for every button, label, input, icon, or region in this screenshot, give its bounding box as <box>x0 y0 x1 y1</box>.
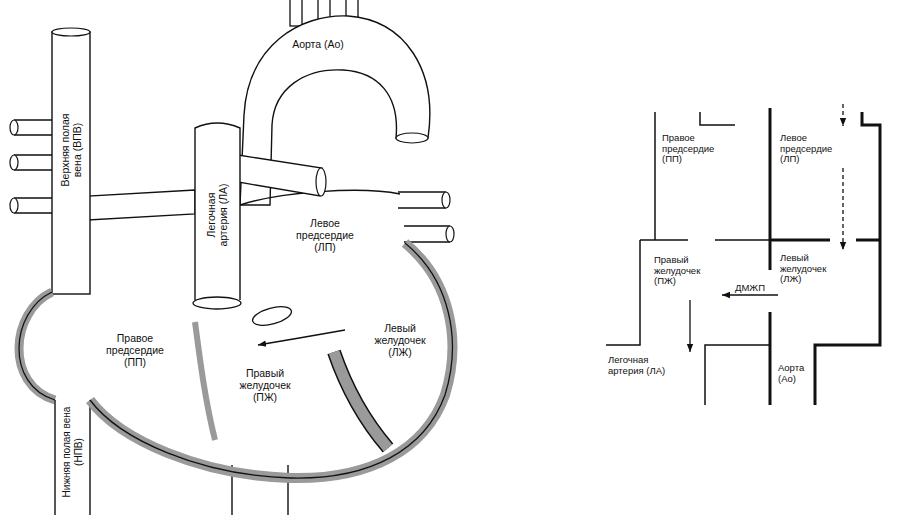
valve-wall <box>770 239 880 242</box>
chamber-region: Правый желудочек (ПЖ) <box>652 252 722 300</box>
atrial-septum <box>769 108 772 240</box>
chamber-wall <box>705 345 770 405</box>
chamber-label: Левый желудочек (ЛЖ) <box>780 253 838 285</box>
myocardium <box>90 243 452 478</box>
chamber-label: Аорта (Ао) <box>778 363 812 384</box>
pulmonary-vein <box>14 155 55 170</box>
pulmonary-vein <box>14 120 55 135</box>
anatomy-label: Верхняя полая вена (ВПВ) <box>59 106 83 194</box>
aortic-valve <box>251 303 294 329</box>
anatomy-label: Правый желудочек (ПЖ) <box>234 367 296 403</box>
chamber-wall <box>606 240 640 345</box>
tricuspid-ring <box>195 322 215 440</box>
pulmonary-vein <box>14 198 55 213</box>
chamber-region: Аорта (Ао) <box>776 360 814 387</box>
inflow-arrow <box>842 104 843 126</box>
septum-edge <box>334 352 388 448</box>
anatomy-label: Легочная артерия (ЛА) <box>205 175 229 255</box>
flow-arrow <box>722 294 778 295</box>
pulmonary-trunk <box>195 123 240 300</box>
chamber-region: Легочная артерия (ЛА) <box>606 352 698 379</box>
vessel-cut-end <box>316 168 326 196</box>
chamber-wall <box>815 112 880 405</box>
left-pulmonary-artery <box>238 155 322 196</box>
flow-arrow <box>842 168 843 250</box>
chamber-region: Правое предсердие (ПП) <box>660 130 730 168</box>
vessel-cut-end <box>52 28 90 36</box>
heart-outline <box>19 292 55 400</box>
flow-arrow <box>689 300 690 352</box>
chamber-region: Левое предсердие (ЛП) <box>778 130 848 168</box>
anatomy-label: Нижняя полая вена (НПВ) <box>61 394 84 510</box>
aorta-cut-end <box>396 133 428 143</box>
vein-cut-end <box>442 192 450 208</box>
myocardium <box>19 292 55 400</box>
chamber-label: Правое предсердие (ПП) <box>662 133 728 165</box>
anatomy-label: Левое предсердие (ЛП) <box>290 217 360 253</box>
interventricular-septum <box>334 352 388 448</box>
edge-label: ДМЖП <box>734 283 766 293</box>
shunt-arrow <box>258 330 345 345</box>
pulmonary-vein <box>404 226 450 242</box>
right-pulmonary-artery <box>88 190 195 220</box>
vein-cut-end <box>446 226 454 242</box>
vein-cut-end <box>10 120 18 135</box>
chamber-label: Легочная артерия (ЛА) <box>608 355 666 376</box>
ventricular-septum <box>769 240 772 405</box>
chamber-label: Правый желудочек (ПЖ) <box>654 255 720 287</box>
anatomy-label: Правое предсердие (ПП) <box>98 332 173 368</box>
chamber-label: Левое предсердие (ЛП) <box>780 133 838 165</box>
chamber-region: Левый желудочек (ЛЖ) <box>778 250 848 300</box>
anatomy-label: Аорта (Ао) <box>268 38 368 50</box>
chamber-wall <box>700 112 735 125</box>
heart-outline <box>90 243 452 478</box>
pulmonary-valve <box>193 297 241 309</box>
valve-wall <box>640 239 770 241</box>
chamber-wall <box>654 112 656 240</box>
vein-cut-end <box>10 155 18 170</box>
vein-cut-end <box>10 198 18 213</box>
superior-vena-cava <box>52 32 90 294</box>
anatomy-label: Левый желудочек (ЛЖ) <box>369 322 431 358</box>
aortic-branch <box>290 0 302 26</box>
pulmonary-vein <box>398 192 446 208</box>
